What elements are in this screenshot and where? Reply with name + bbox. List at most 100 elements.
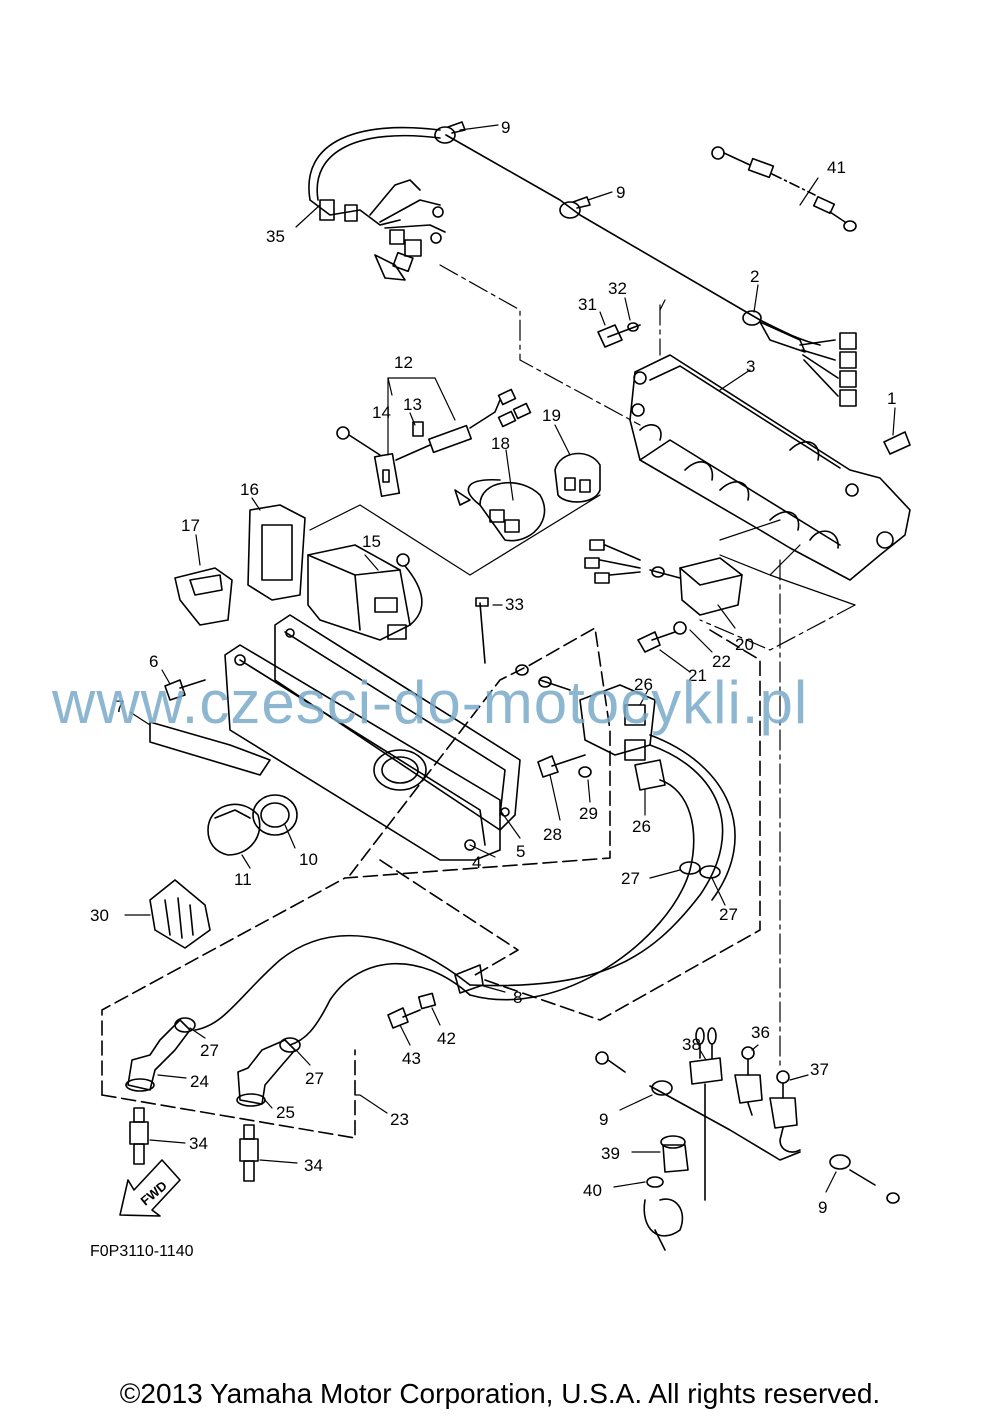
housing-3 (629, 354, 911, 581)
callout-19: 19 (542, 406, 561, 425)
label-7 (149, 721, 271, 776)
callout-6: 6 (149, 652, 158, 671)
seal-10 (252, 794, 298, 836)
clip-9-mid (559, 196, 591, 219)
callout-34: 34 (189, 1134, 208, 1153)
collar-42 (417, 992, 437, 1010)
callout-17: 17 (181, 516, 200, 535)
wire-9-bottom (595, 1051, 900, 1204)
washer-32 (627, 322, 639, 332)
callout-27: 27 (200, 1041, 219, 1060)
lead-40-lower (643, 1198, 684, 1251)
high-tension-leads (194, 734, 736, 1046)
bracket-17 (174, 567, 233, 626)
assembly-outlines (101, 627, 761, 1139)
coil-20 (584, 539, 743, 616)
washer-22 (673, 621, 687, 635)
bolt-21 (637, 631, 676, 653)
lead-wire-2 (445, 134, 857, 407)
holder-16 (247, 504, 306, 601)
callout-11: 11 (234, 870, 252, 889)
bolt-1 (883, 431, 911, 455)
forward-label: FWD (138, 1178, 170, 1209)
callout-36: 36 (751, 1023, 770, 1042)
leader-lines (439, 264, 856, 1071)
callout-38: 38 (682, 1035, 701, 1054)
bolt-6 (164, 679, 206, 701)
sensor-36 (734, 1046, 763, 1116)
callout-29: 29 (579, 804, 598, 823)
cover-30 (149, 879, 211, 949)
switch-19 (554, 452, 601, 503)
bolt-43 (387, 1007, 421, 1029)
callout-9: 9 (501, 118, 510, 137)
callout-16: 16 (240, 480, 259, 499)
callout-14: 14 (372, 403, 391, 422)
washer-40 (646, 1176, 664, 1188)
bolt-31 (597, 324, 641, 348)
callout-27: 27 (719, 905, 738, 924)
callout-3: 3 (746, 357, 755, 376)
callout-35: 35 (266, 227, 285, 246)
copyright-notice: ©2013 Yamaha Motor Corporation, U.S.A. A… (119, 1378, 881, 1409)
forward-arrow-icon (119, 1159, 181, 1217)
sensor-39 (660, 1135, 689, 1173)
watermark: www.czesci-do-motocykli.pl (52, 669, 809, 736)
cap-11 (207, 803, 261, 856)
callout-9: 9 (599, 1110, 608, 1129)
callout-10: 10 (299, 850, 318, 869)
hose-clip-27 (174, 861, 721, 1053)
callout-30: 30 (90, 906, 109, 925)
callout-23: 23 (390, 1110, 409, 1129)
lead-41 (711, 146, 857, 232)
callout-5: 5 (516, 842, 525, 861)
callout-39: 39 (601, 1144, 620, 1163)
spark-plug-34-right (239, 1124, 259, 1182)
callout-27: 27 (621, 869, 640, 888)
wire-harness-35 (308, 126, 446, 281)
cdi-unit-15 (307, 544, 423, 641)
gasket-5 (274, 614, 521, 831)
callout-26: 26 (634, 675, 653, 694)
starter-relay-18 (454, 479, 546, 542)
callout-34: 34 (304, 1156, 323, 1175)
callout-numbers: 9941352313231121314181916171533202122672… (90, 118, 896, 1217)
callout-7: 7 (115, 697, 124, 716)
bolt-28 (537, 754, 586, 778)
washer-29 (578, 766, 592, 778)
callout-24: 24 (190, 1072, 209, 1091)
callout-1: 1 (887, 389, 896, 408)
callout-9: 9 (818, 1198, 827, 1217)
callout-8: 8 (513, 988, 522, 1007)
clamp-26 (634, 759, 666, 791)
plug-cap-25 (236, 1039, 296, 1107)
callout-22: 22 (712, 652, 731, 671)
callout-37: 37 (810, 1060, 829, 1079)
callout-41: 41 (827, 158, 846, 177)
callout-31: 31 (578, 295, 597, 314)
callout-40: 40 (583, 1181, 602, 1200)
callout-9: 9 (616, 183, 625, 202)
callout-2: 2 (750, 267, 759, 286)
callout-26: 26 (632, 817, 651, 836)
callout-leaders (124, 124, 896, 1193)
plug-cap-24 (125, 1019, 191, 1092)
callout-15: 15 (362, 532, 381, 551)
callout-20: 20 (735, 635, 754, 654)
callout-32: 32 (608, 279, 627, 298)
outline-lines (309, 494, 856, 606)
spark-plug-34-left (129, 1107, 149, 1165)
callout-42: 42 (437, 1029, 456, 1048)
callout-25: 25 (276, 1103, 295, 1122)
callout-43: 43 (402, 1049, 421, 1068)
callout-18: 18 (491, 434, 510, 453)
callout-4: 4 (472, 853, 481, 872)
callout-27: 27 (305, 1069, 324, 1088)
sensor-38 (689, 1027, 723, 1201)
callout-13: 13 (403, 395, 422, 414)
sensor-37 (769, 1070, 801, 1153)
figure-code: F0P3110-1140 (90, 1243, 194, 1260)
callout-28: 28 (543, 825, 562, 844)
tie-33 (475, 597, 489, 664)
